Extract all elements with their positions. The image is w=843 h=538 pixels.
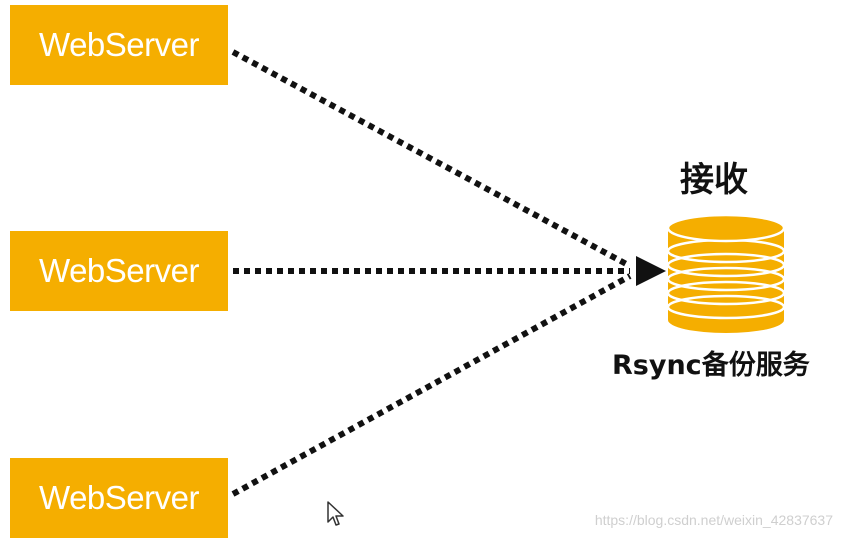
connector-line-3 bbox=[231, 273, 632, 497]
watermark-text: https://blog.csdn.net/weixin_42837637 bbox=[594, 512, 833, 528]
mouse-cursor-icon bbox=[327, 501, 344, 526]
rsync-service-label: Rsync备份服务 bbox=[612, 350, 810, 381]
connector-line-1 bbox=[231, 49, 632, 269]
webserver-box-1: WebServer bbox=[10, 5, 228, 85]
webserver-box-3: WebServer bbox=[10, 458, 228, 538]
webserver-box-2: WebServer bbox=[10, 231, 228, 311]
receive-label: 接收 bbox=[680, 160, 748, 200]
arrowhead bbox=[636, 256, 666, 286]
database-icon bbox=[666, 213, 786, 333]
